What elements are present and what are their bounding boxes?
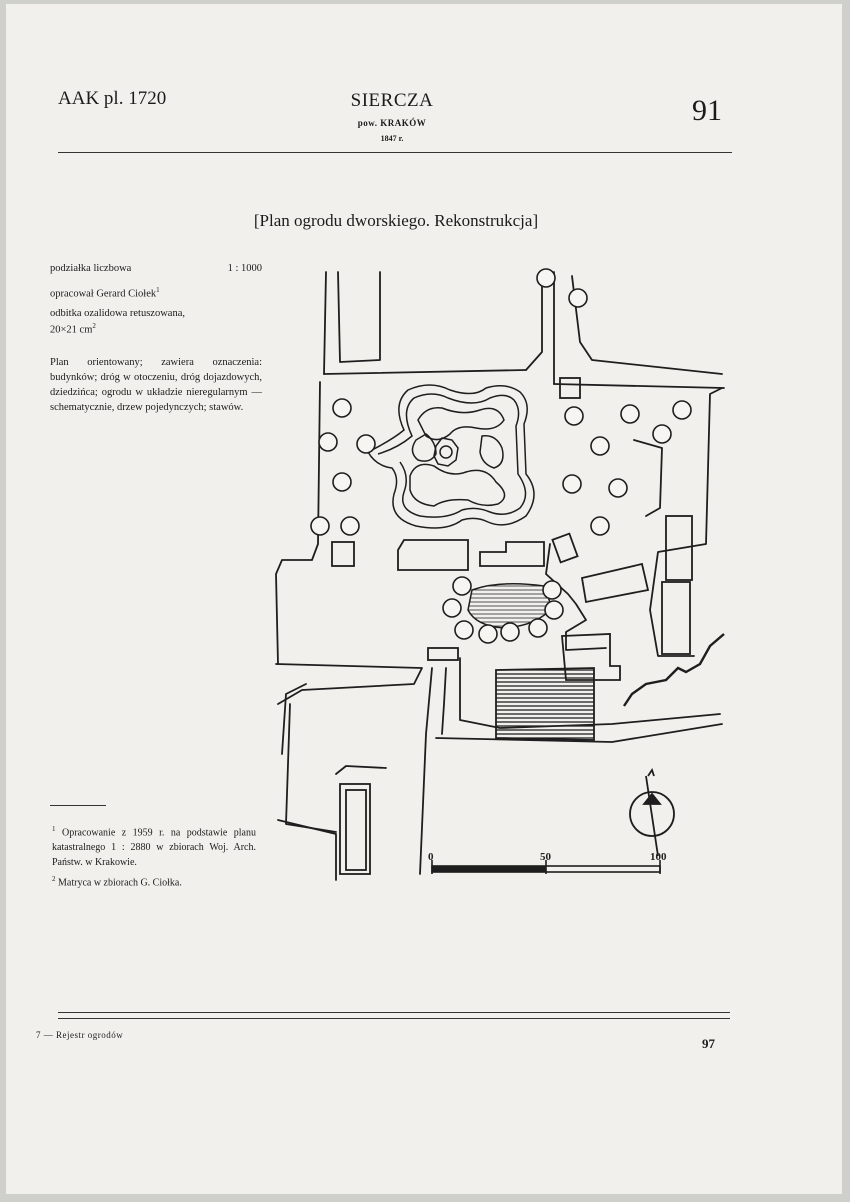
dimensions: 20×21 cm [50, 324, 93, 336]
footnote-mark: 1 [52, 825, 56, 833]
dimensions-note-mark: 2 [92, 322, 96, 330]
dimensions-line: 20×21 cm2 [50, 322, 262, 336]
archive-reference: AAK pl. 1720 [58, 88, 167, 109]
scale-tick-label: 0 [428, 851, 434, 863]
scale-row: podziałka liczbowa 1 : 1000 [50, 263, 262, 274]
tree [452, 576, 472, 596]
plan-title: [Plan ogrodu dworskiego. Rekonstrukcja] [253, 211, 539, 230]
stream [623, 633, 725, 707]
tree [536, 268, 556, 288]
tree [652, 424, 672, 444]
plate-number: 91 [692, 94, 722, 127]
tree [478, 624, 498, 644]
road-lines [275, 271, 725, 881]
building [661, 581, 691, 655]
plan-year: 1847 r. [380, 134, 404, 143]
header-rule [58, 152, 732, 153]
building [339, 783, 371, 875]
building [331, 541, 355, 567]
tree [672, 400, 692, 420]
tree [332, 398, 352, 418]
author: opracował Gerard Ciołek [50, 288, 157, 300]
plan-description: Plan orientowany; zawiera oznaczenia: bu… [50, 357, 262, 413]
building [665, 515, 693, 581]
tree [544, 600, 564, 620]
building [479, 541, 545, 567]
footnote-1: 1 Opracowanie z 1959 r. na podstawie pla… [52, 822, 256, 870]
footnote-text: Matryca w zbiorach G. Ciołka. [58, 877, 182, 889]
page-number: 97 [702, 1036, 715, 1051]
tree [590, 516, 610, 536]
tree [590, 436, 610, 456]
tree [454, 620, 474, 640]
building [551, 532, 579, 564]
document-page: AAK pl. 1720 SIERCZA pow. KRAKÓW 1847 r.… [6, 4, 842, 1194]
tree [332, 472, 352, 492]
place-name: SIERCZA [350, 90, 434, 111]
tree [442, 598, 462, 618]
copy-type: odbitka ozalidowa retuszowana, [50, 308, 185, 319]
building [397, 539, 469, 571]
north-arrow-icon [629, 767, 675, 857]
footnote-rule [50, 805, 106, 806]
scale-tick-label: 100 [650, 851, 667, 863]
trees [310, 268, 692, 644]
district-name: pow. KRAKÓW [357, 118, 427, 128]
footer-rule-top [58, 1012, 730, 1013]
scale-tick-label: 50 [540, 851, 552, 863]
tree [564, 406, 584, 426]
building [345, 789, 367, 871]
garden-plan-map: 0 50 100 [275, 268, 725, 881]
tree [542, 580, 562, 600]
tree [528, 618, 548, 638]
building [427, 647, 459, 661]
tree [562, 474, 582, 494]
tree [500, 622, 520, 642]
tree [568, 288, 588, 308]
footer-signature: 7 — Rejestr ogrodów [36, 1030, 124, 1040]
tree [318, 432, 338, 452]
footer-rule-bottom [58, 1018, 730, 1019]
footnote-2: 2 Matryca w zbiorach G. Ciołka. [52, 872, 256, 890]
building [559, 377, 581, 399]
author-note-mark: 1 [156, 286, 160, 294]
header-center: SIERCZA pow. KRAKÓW 1847 r. [306, 90, 478, 143]
tree [356, 434, 376, 454]
footnote-mark: 2 [52, 875, 56, 883]
garden-paths [366, 384, 535, 529]
footnote-text: Opracowanie z 1959 r. na podstawie planu… [52, 827, 256, 869]
manor-house [495, 667, 595, 741]
tree [608, 478, 628, 498]
author-line: opracował Gerard Ciołek1 [50, 286, 262, 300]
scale-bar: 0 50 100 [428, 851, 667, 874]
scale-value: 1 : 1000 [227, 263, 262, 274]
tree [340, 516, 360, 536]
tree [310, 516, 330, 536]
building [580, 562, 650, 604]
scale-label: podziałka liczbowa [50, 263, 132, 274]
tree [620, 404, 640, 424]
